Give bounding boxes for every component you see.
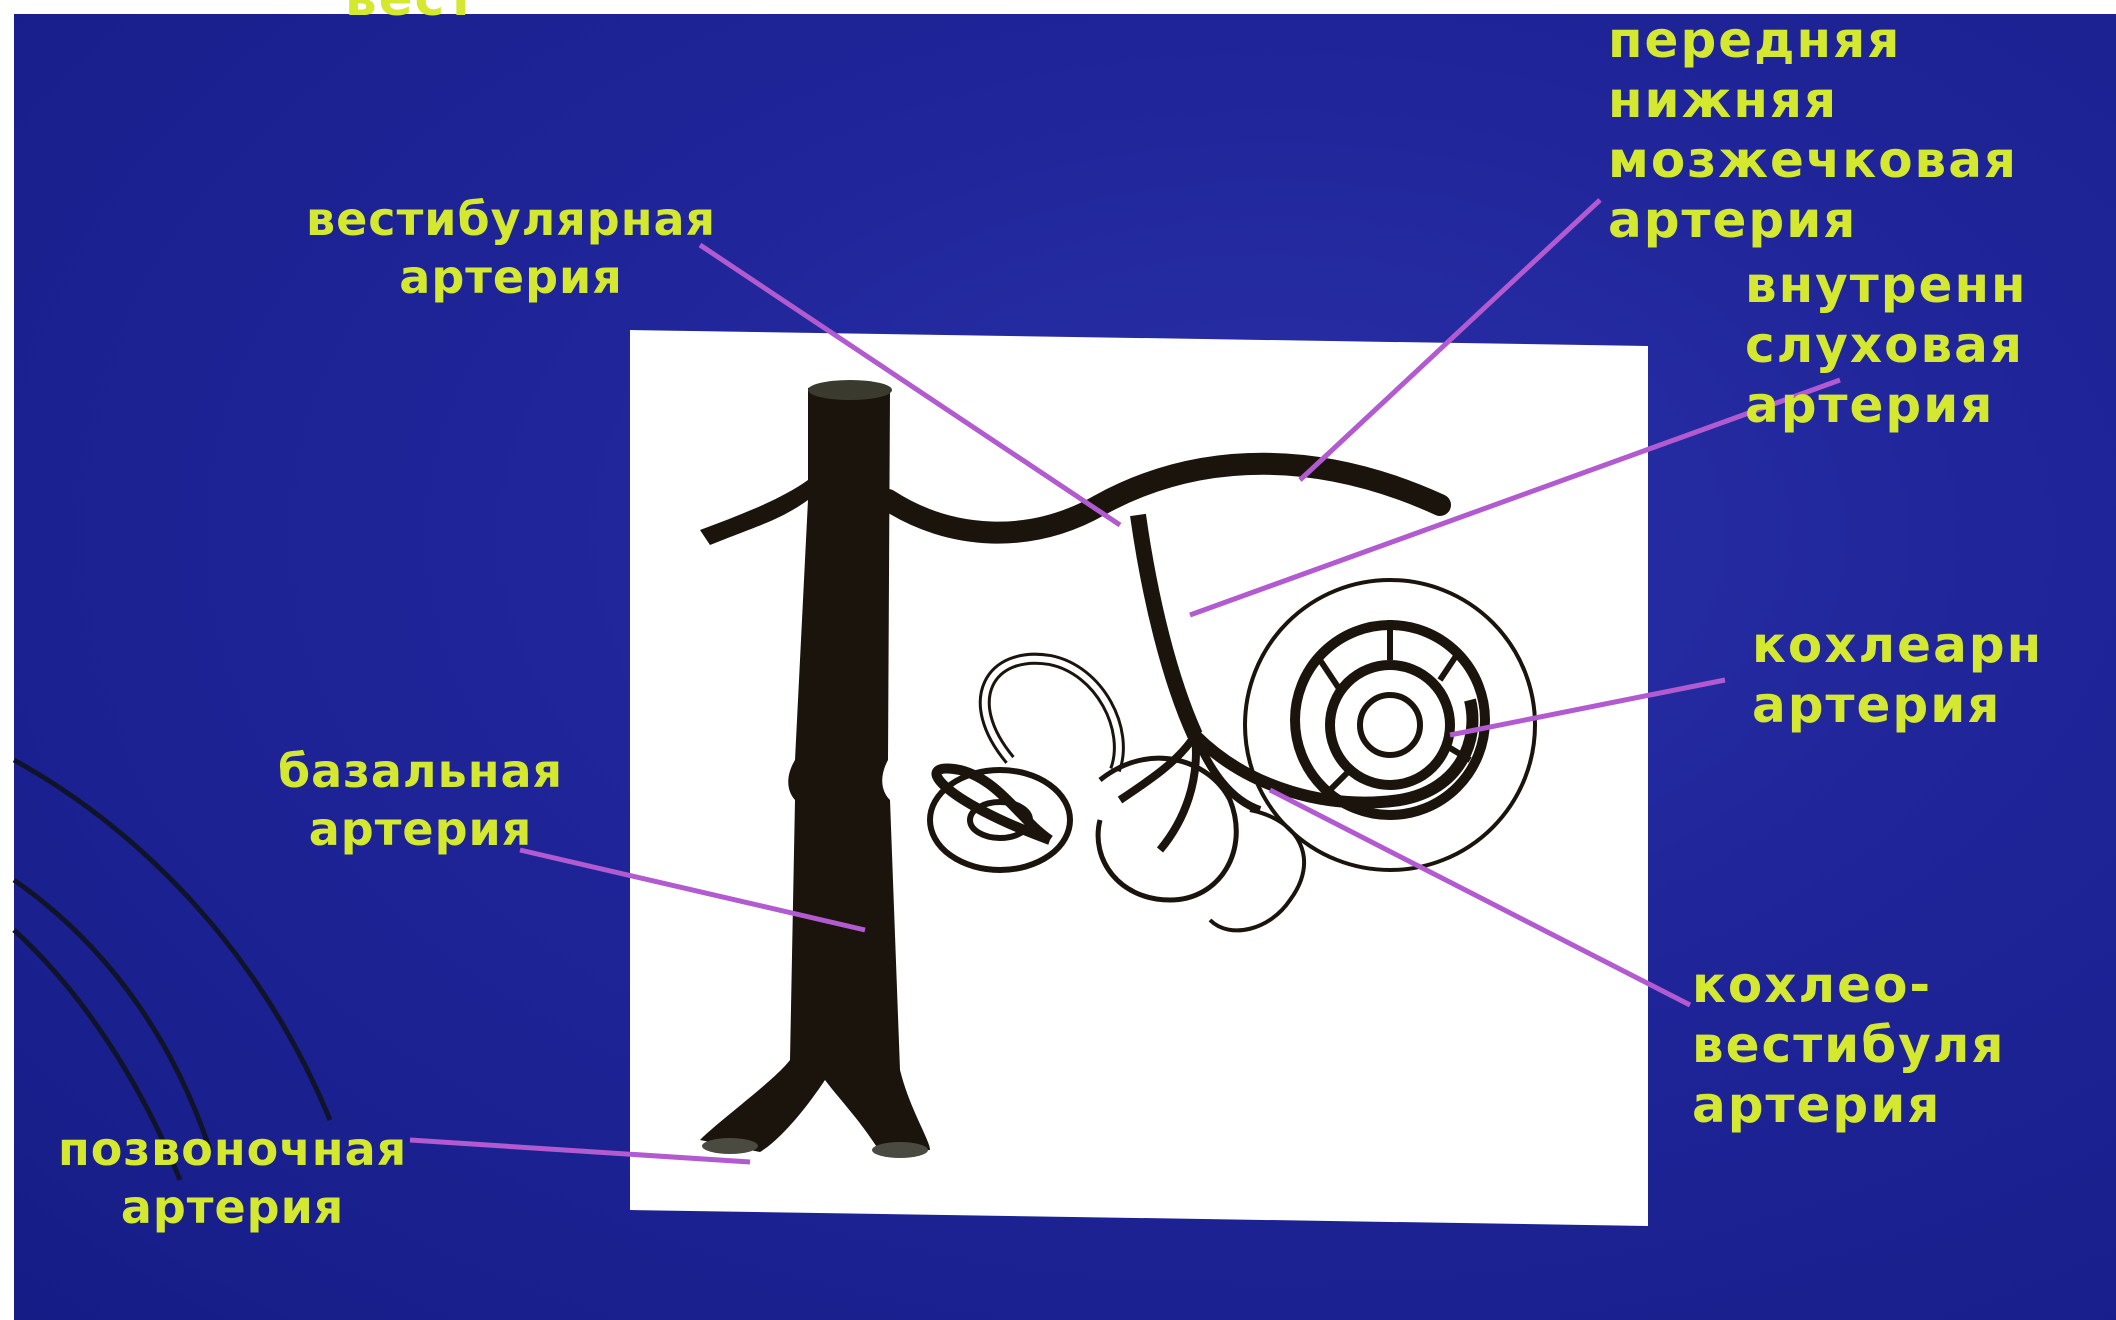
label-top-cut: вест [345,0,477,28]
vertebral-right-end [872,1142,928,1158]
label-cochleovestibular: кохлео- вестибуля артерия [1692,955,2005,1135]
internal-auditory-artery [1138,515,1195,735]
leader-aica [1300,200,1600,480]
label-cochlear: кохлеарн артерия [1752,615,2043,735]
label-basilar: базальная артерия [278,742,563,858]
aica-artery [888,464,1440,533]
leader-cochleovestibular [1270,790,1690,1005]
vertebral-left-end [702,1138,758,1154]
leader-vestibular [700,245,1120,525]
label-vertebral: позвоночная артерия [58,1120,407,1236]
label-aica: передняя нижняя мозжечковая артерия [1608,10,2018,250]
trunk-top [808,380,892,400]
leader-lines [410,200,1840,1162]
label-vestibular: вестибулярная артерия [306,190,716,306]
leader-internal-auditory [1190,380,1840,615]
leader-cochlear [1450,680,1725,735]
label-internal-auditory: внутренн слуховая артерия [1745,255,2028,435]
leader-vertebral [410,1140,750,1162]
